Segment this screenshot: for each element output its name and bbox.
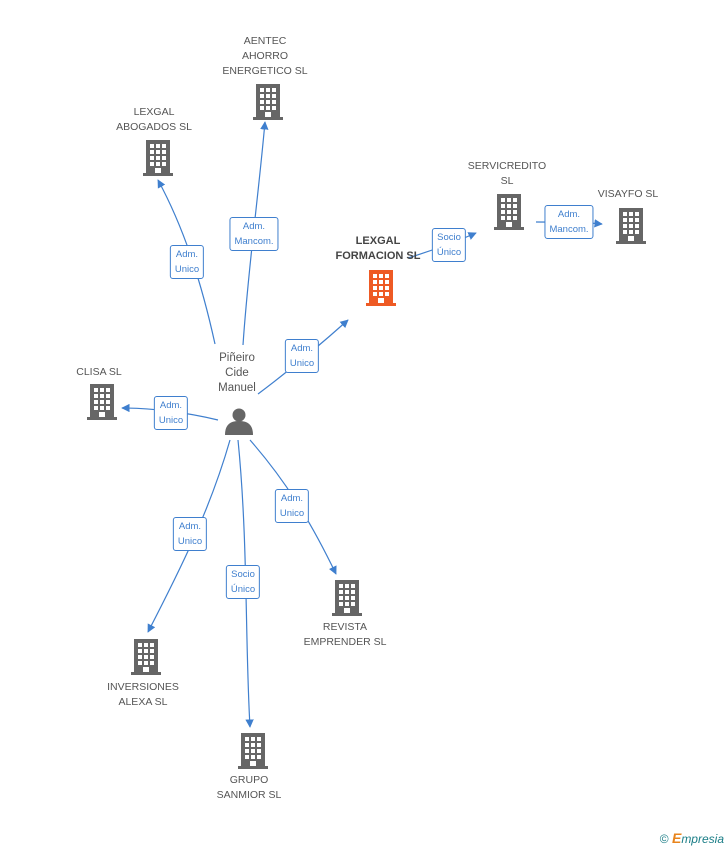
visayfo-label[interactable]: VISAYFO SL	[597, 188, 659, 200]
sanmior-building-icon[interactable]	[238, 733, 268, 769]
clisa-building-icon[interactable]	[87, 384, 117, 420]
visayfo-building-icon[interactable]	[616, 208, 646, 244]
lexgal_abogados-label[interactable]: LEXGAL ABOGADOS SL	[116, 106, 192, 133]
inversiones-building-icon[interactable]	[131, 639, 161, 675]
lexgal_formacion-building-icon[interactable]	[366, 270, 396, 306]
servicredito-label[interactable]: SERVICREDITO SL	[467, 160, 547, 187]
edge-label-revista[interactable]: Adm. Unico	[274, 489, 310, 523]
aentec-label[interactable]: AENTEC AHORRO ENERGETICO SL	[222, 35, 308, 77]
inversiones-label[interactable]: INVERSIONES ALEXA SL	[107, 681, 179, 708]
sanmior-label[interactable]: GRUPO SANMIOR SL	[216, 774, 282, 801]
brand-letter: E	[671, 830, 682, 846]
person-icon[interactable]	[225, 408, 253, 436]
edge-label-clisa[interactable]: Adm. Unico	[153, 396, 189, 430]
lexgal_abogados-building-icon[interactable]	[143, 140, 173, 176]
edge-label-inversiones[interactable]: Adm. Unico	[172, 517, 208, 551]
servicredito-building-icon[interactable]	[494, 194, 524, 230]
clisa-label[interactable]: CLISA SL	[76, 366, 122, 378]
edge-label-visayfo[interactable]: Adm. Mancom.	[544, 205, 594, 239]
edge-label-aentec[interactable]: Adm. Mancom.	[229, 217, 279, 251]
edge-label-sanmior[interactable]: Socio Único	[225, 565, 261, 599]
revista-label[interactable]: REVISTA EMPRENDER SL	[303, 621, 387, 648]
revista-building-icon[interactable]	[332, 580, 362, 616]
edge-label-lexgal_formacion[interactable]: Adm. Unico	[284, 339, 320, 373]
aentec-building-icon[interactable]	[253, 84, 283, 120]
empresia-logo: © Empresia	[660, 830, 724, 846]
lexgal_formacion-label[interactable]: LEXGAL FORMACION SL	[335, 235, 421, 262]
edge-label-lexgal_abogados[interactable]: Adm. Unico	[169, 245, 205, 279]
copyright-symbol: ©	[659, 832, 669, 846]
edge-label-servicredito[interactable]: Socio Único	[431, 228, 467, 262]
brand-name: mpresia	[681, 832, 724, 846]
person-label[interactable]: Piñeiro Cide Manuel	[218, 352, 256, 394]
